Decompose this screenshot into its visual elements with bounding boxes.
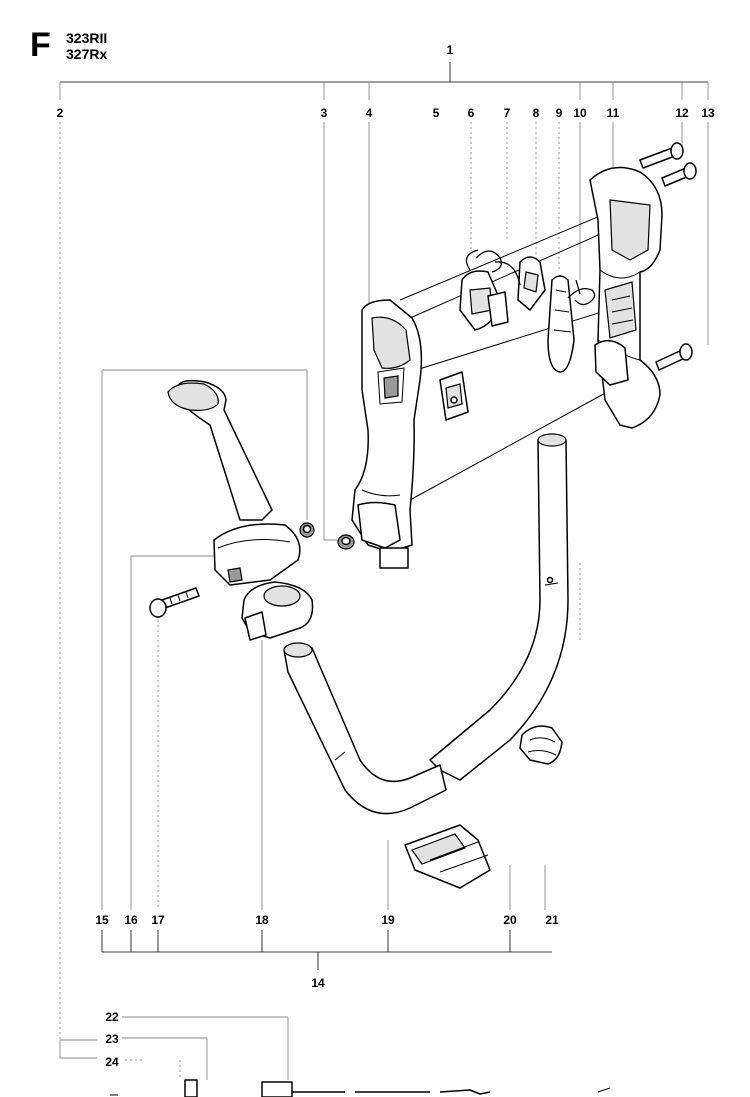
throttle-lockout: [517, 256, 546, 311]
handle-bar-left: [283, 642, 447, 815]
trigger-spring: [567, 279, 596, 306]
left-handle-housing: [351, 299, 423, 569]
model-name: 327Rx: [66, 46, 108, 62]
handle-grip: [167, 379, 301, 586]
leader-lines-lower: [101, 369, 581, 910]
callout-22: 22: [105, 1010, 119, 1024]
callout-14: 14: [311, 976, 325, 990]
model-name: 323RII: [66, 30, 108, 46]
hex-nut-small: [337, 534, 355, 550]
throttle-trigger: [547, 275, 575, 373]
callout-6: 6: [468, 106, 475, 120]
handle-bar-right: [429, 433, 569, 781]
callout-4: 4: [366, 106, 373, 120]
screw-upper-2: [661, 162, 697, 187]
callout-20: 20: [503, 913, 517, 927]
callout-11: 11: [607, 106, 620, 120]
callout-2: 2: [57, 106, 64, 120]
right-handle-housing: [589, 166, 663, 429]
callout-16: 16: [124, 913, 138, 927]
assembly-bracket-top: [60, 62, 708, 83]
callout-10: 10: [573, 106, 587, 120]
callout-3: 3: [321, 106, 328, 120]
harness-clip: [404, 824, 491, 889]
callout-23: 23: [105, 1032, 119, 1046]
callout-7: 7: [504, 106, 511, 120]
screw-upper-1: [639, 142, 684, 169]
callout-24: 24: [105, 1055, 119, 1069]
callout-18: 18: [255, 913, 269, 927]
screw-lower: [655, 343, 693, 371]
callout-17: 17: [151, 913, 165, 927]
callout-12: 12: [675, 106, 689, 120]
callout-19: 19: [381, 913, 395, 927]
callout-9: 9: [556, 106, 563, 120]
bottom-partial-parts: [110, 1016, 611, 1097]
assembly-bracket-bottom: [101, 930, 552, 970]
callout-15: 15: [95, 913, 109, 927]
spacer-block: [519, 725, 563, 765]
callout-5: 5: [433, 106, 440, 120]
grip-bolt: [149, 587, 200, 618]
callout-8: 8: [533, 106, 540, 120]
callout-21: 21: [545, 913, 559, 927]
wire-clip: [439, 371, 469, 421]
stop-switch-wires: [465, 249, 521, 286]
callout-13: 13: [701, 106, 715, 120]
stop-switch: [459, 270, 509, 331]
hex-nut-grip: [299, 522, 315, 538]
leader-lines-top: [59, 82, 709, 1059]
callout-1: 1: [447, 43, 454, 57]
model-list: 323RII 327Rx: [66, 30, 107, 62]
handle-clamp: [241, 581, 314, 641]
callout-labels: 1 2 3 4 5 6 7 8 9 10 11 12 13 15 16 17 1…: [57, 43, 715, 1069]
section-letter: F: [30, 26, 51, 64]
